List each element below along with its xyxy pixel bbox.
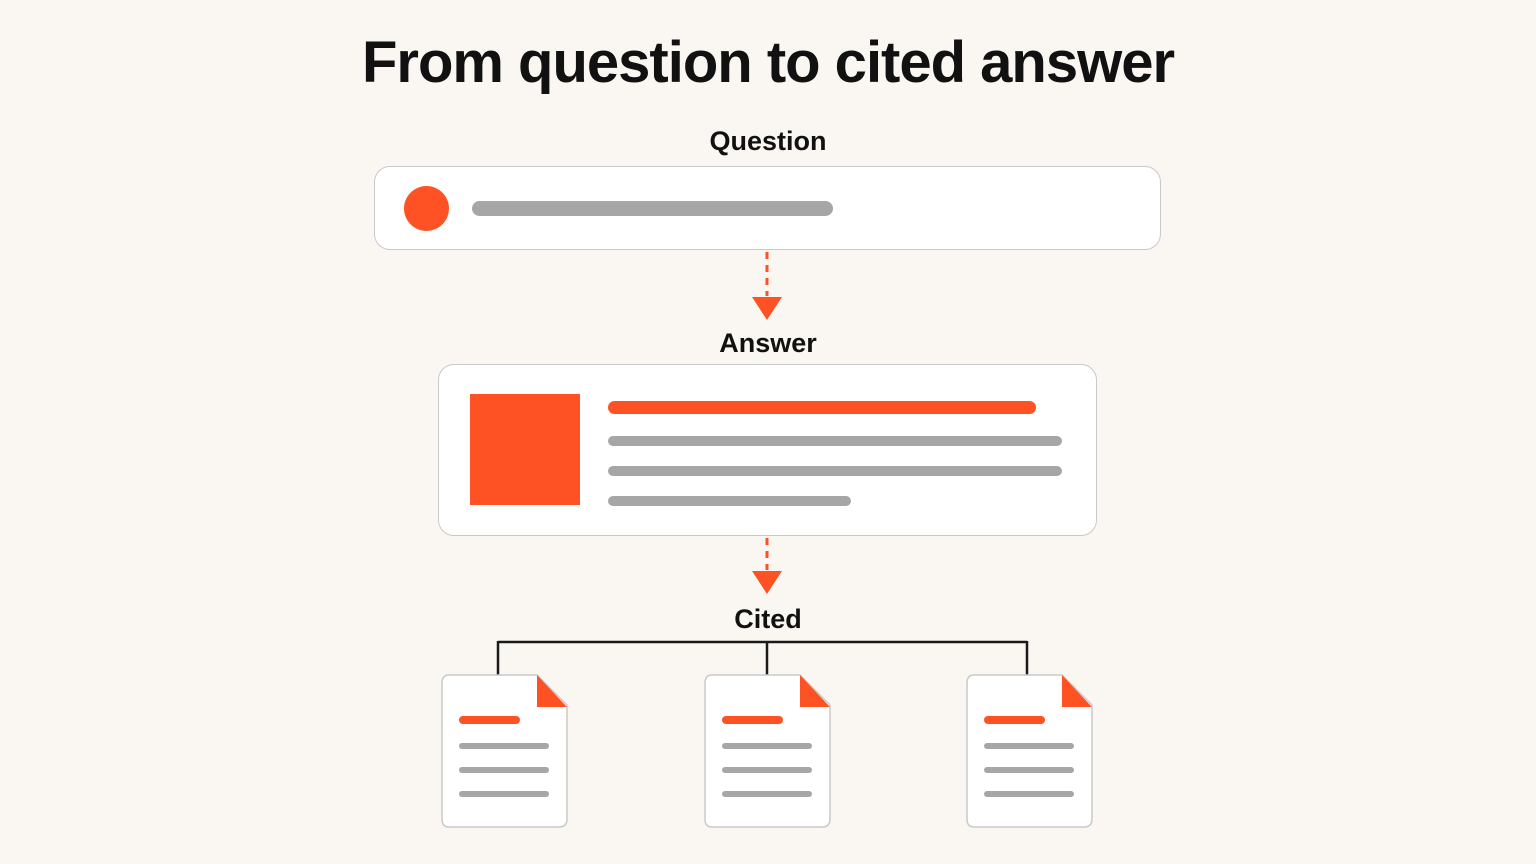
document-title-line [722, 716, 783, 724]
cited-document-1 [441, 674, 569, 829]
question-text-placeholder [472, 201, 833, 216]
document-title-line [459, 716, 520, 724]
document-title-line [984, 716, 1045, 724]
document-text-line [984, 791, 1074, 797]
answer-to-cited-arrow [752, 538, 782, 594]
question-to-answer-arrow [752, 252, 782, 320]
document-icon [441, 674, 568, 828]
document-text-line [984, 743, 1074, 749]
cited-label: Cited [734, 604, 802, 634]
answer-text-line [608, 496, 851, 506]
question-marker-icon [404, 186, 449, 231]
document-text-line [722, 791, 812, 797]
document-text-line [984, 767, 1074, 773]
document-text-line [459, 743, 549, 749]
cited-document-2 [704, 674, 832, 829]
document-text-line [459, 767, 549, 773]
answer-text-line [608, 436, 1062, 446]
answer-label: Answer [719, 328, 817, 358]
answer-text-line [608, 466, 1062, 476]
answer-thumbnail-image [470, 394, 580, 505]
diagram-title: From question to cited answer [361, 30, 1175, 95]
document-icon [966, 674, 1093, 828]
document-icon [704, 674, 831, 828]
document-text-line [722, 743, 812, 749]
document-text-line [722, 767, 812, 773]
answer-heading-placeholder [608, 401, 1036, 414]
answer-card [438, 364, 1097, 536]
citation-branch-lines [496, 640, 1029, 676]
question-label: Question [709, 126, 827, 156]
question-card [374, 166, 1161, 250]
cited-document-3 [966, 674, 1094, 829]
document-text-line [459, 791, 549, 797]
